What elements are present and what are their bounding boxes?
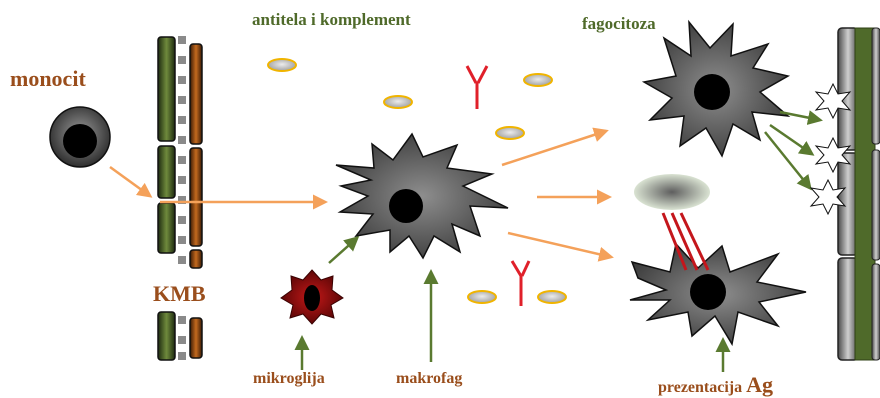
arrow-monocyte-to-barrier <box>110 167 150 196</box>
macrophage-cell <box>336 134 508 258</box>
antigen-presenting-cell <box>630 244 806 344</box>
label-monocyte: monocit <box>10 66 86 92</box>
antibody-icon <box>467 66 487 109</box>
arrow-phagocytosis-2 <box>770 125 812 154</box>
arrow-to-presentation <box>508 233 611 257</box>
antibody-icon <box>512 261 529 306</box>
label-macrophage: makrofag <box>396 370 462 388</box>
label-microglia: mikroglija <box>253 370 325 388</box>
label-antibodies: antitela i komplement <box>252 10 411 30</box>
label-presentation-ag: Ag <box>746 372 773 397</box>
secretion-blob <box>634 174 710 210</box>
tissue-wall <box>838 28 880 360</box>
phagocytic-cell <box>644 22 788 156</box>
arrow-phagocytosis-3 <box>765 132 810 188</box>
label-presentation-text: prezentacija <box>658 379 742 396</box>
label-phagocytosis: fagocitoza <box>582 14 656 34</box>
blood-brain-barrier <box>158 36 202 360</box>
label-presentation: prezentacija Ag <box>658 372 773 398</box>
antibody-icons <box>467 66 529 306</box>
monocyte-cell <box>50 107 110 167</box>
arrow-microglia-to-macrophage <box>329 238 357 263</box>
label-bbb: KMB <box>153 281 206 307</box>
microglia-cell <box>281 270 343 324</box>
